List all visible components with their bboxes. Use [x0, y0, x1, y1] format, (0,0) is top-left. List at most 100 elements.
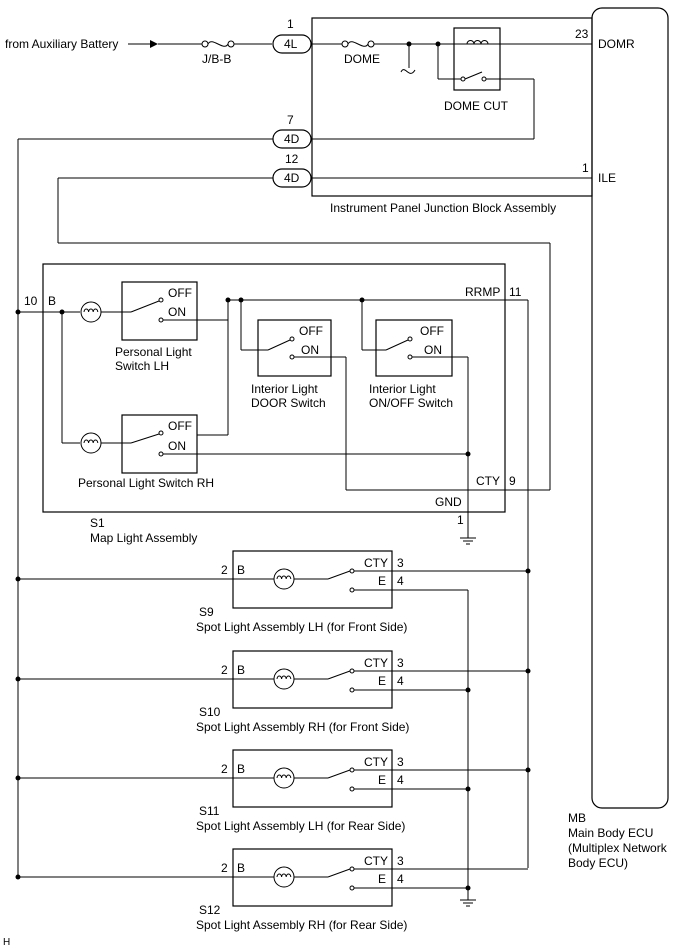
spot-cty-label: CTY	[364, 854, 388, 868]
dome-cut-relay	[453, 27, 501, 91]
switch-rh-label: Personal Light Switch RH	[78, 476, 214, 490]
switch-contact	[289, 336, 295, 342]
switch-door-off: OFF	[299, 324, 323, 338]
switch-lh-label-2: Switch LH	[115, 359, 169, 373]
spot-e-pin: 4	[397, 872, 404, 886]
switch-rh-off: OFF	[168, 419, 192, 433]
map-light-pin-cty-num: 9	[509, 474, 516, 488]
spot-switch-blade	[327, 570, 351, 580]
junction-dot	[525, 668, 531, 674]
spot-pin-b-num: 2	[221, 663, 228, 677]
bulb-lh-icon	[80, 301, 102, 323]
junction-dot	[465, 451, 471, 457]
relay-contact	[481, 76, 487, 82]
switch-contact	[158, 297, 164, 303]
bulb-filament-icon	[276, 575, 292, 580]
spot-cty-pin: 3	[397, 854, 404, 868]
personal-light-switch-lh	[121, 281, 198, 341]
switch-contact	[158, 317, 164, 323]
break-mark-icon	[400, 69, 416, 74]
spot-pin-b-name: B	[237, 663, 245, 677]
map-light-pin-rrmp-name: RRMP	[465, 285, 500, 299]
corner-mark: H	[3, 937, 10, 948]
connector-4D-12-pin: 12	[285, 152, 299, 166]
switch-onoff-off: OFF	[420, 324, 444, 338]
map-light-pin-gnd-num: 1	[457, 513, 464, 527]
switch-contact	[349, 668, 355, 674]
ecu-pin-ile-name: ILE	[598, 171, 616, 185]
spot-pin-b-num: 2	[221, 563, 228, 577]
interior-light-door-switch	[257, 319, 332, 377]
switch-contact	[158, 451, 164, 457]
fuse-jbb-icon	[201, 40, 235, 48]
switch-onoff-on: ON	[424, 343, 442, 357]
switch-onoff-label-2: ON/OFF Switch	[369, 396, 453, 410]
spot-pin-b-num: 2	[221, 861, 228, 875]
switch-onoff-blade	[385, 339, 409, 351]
source-label: from Auxiliary Battery	[5, 37, 118, 51]
switch-door-on: ON	[301, 343, 319, 357]
junction-dot	[15, 309, 21, 315]
switch-door-blade	[267, 339, 291, 351]
relay-label: DOME CUT	[444, 99, 509, 113]
spot-e-pin: 4	[397, 574, 404, 588]
relay-coil-icon	[466, 40, 489, 45]
bulb-filament-icon	[276, 873, 292, 878]
switch-contact	[407, 336, 413, 342]
ecu-code: MB	[568, 811, 586, 825]
junction-dot	[15, 576, 21, 582]
connector-4L-label: 4L	[284, 37, 298, 51]
map-light-pin-cty-name: CTY	[476, 474, 500, 488]
switch-contact	[349, 786, 355, 792]
spot-cty-label: CTY	[364, 656, 388, 670]
spot-pin-b-name: B	[237, 861, 245, 875]
junction-dot	[525, 767, 531, 773]
relay-contact	[460, 76, 466, 82]
connector-4L-pin: 1	[287, 17, 294, 31]
spot-e-label: E	[378, 674, 386, 688]
ground-icon	[460, 537, 476, 545]
spot-e-pin: 4	[397, 773, 404, 787]
spot-e-label: E	[378, 574, 386, 588]
spot-switch-blade	[327, 769, 351, 779]
switch-door-label-1: Interior Light	[251, 382, 318, 396]
junction-dot	[15, 676, 21, 682]
ecu-name-line-3: Body ECU)	[568, 856, 628, 870]
junction-dot	[15, 775, 21, 781]
ecu-pin-ile-num: 1	[582, 161, 589, 175]
bulb-filament-icon	[276, 675, 292, 680]
relay-switch-blade	[464, 71, 483, 80]
switch-rh-blade	[130, 433, 160, 444]
ecu-pin-domr-num: 23	[575, 27, 589, 41]
spot-cty-pin: 3	[397, 755, 404, 769]
map-light-pin-b-num: 10	[24, 294, 38, 308]
connector-4D-12-label: 4D	[284, 171, 300, 185]
map-light-code: S1	[90, 516, 105, 530]
junction-dot	[15, 874, 21, 880]
bulb-filament-icon	[276, 774, 292, 779]
switch-lh-blade	[130, 300, 160, 313]
spot-name: Spot Light Assembly RH (for Rear Side)	[196, 918, 407, 932]
connector-4D-7-pin: 7	[287, 113, 294, 127]
spot-code: S11	[199, 804, 220, 818]
spot-e-label: E	[378, 773, 386, 787]
spot-e-label: E	[378, 872, 386, 886]
main-body-ecu	[591, 7, 669, 809]
map-light-pin-b-name: B	[48, 294, 56, 308]
feed-arrow-icon	[150, 40, 158, 48]
switch-rh-on: ON	[168, 439, 186, 453]
fuse-dome-icon	[341, 40, 375, 48]
ground-icon	[460, 899, 476, 907]
spot-name: Spot Light Assembly LH (for Rear Side)	[196, 819, 405, 833]
switch-contact	[349, 687, 355, 693]
spot-pin-b-num: 2	[221, 762, 228, 776]
connector-4D-7-label: 4D	[284, 132, 300, 146]
ecu-name-line-2: (Multiplex Network	[568, 841, 668, 855]
map-light-assembly	[42, 263, 506, 513]
fuse-dome-label: DOME	[344, 52, 380, 66]
spot-pin-b-name: B	[237, 563, 245, 577]
personal-light-switch-rh	[121, 414, 198, 474]
ecu-name-line-1: Main Body ECU	[568, 826, 653, 840]
interior-light-onoff-switch	[375, 319, 453, 377]
